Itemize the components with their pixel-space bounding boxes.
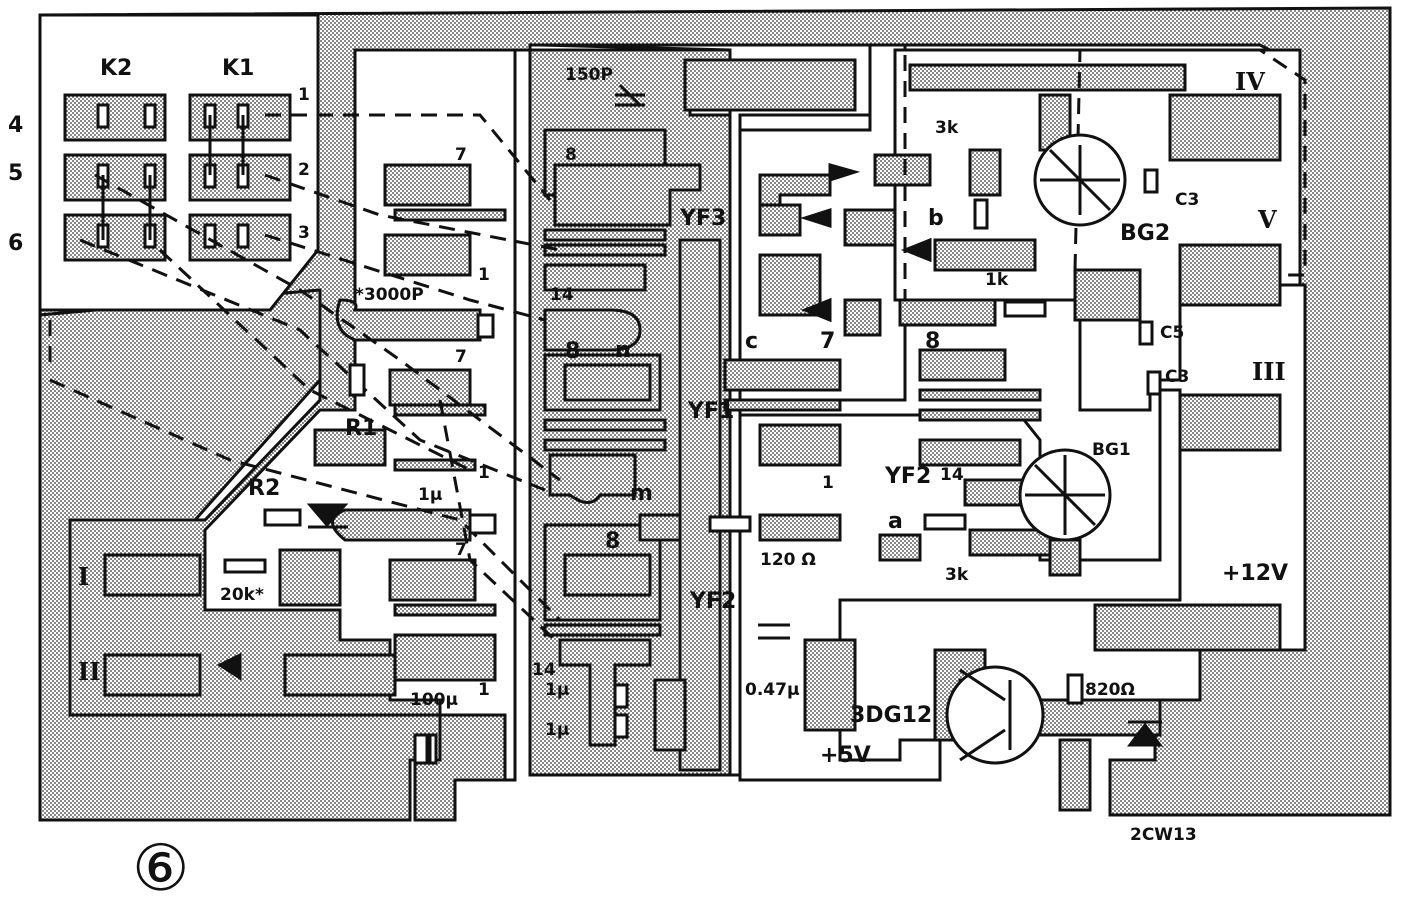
pin-14b: 14 — [532, 660, 556, 680]
pin-1a: 1 — [478, 265, 490, 285]
ic-yf2-right-label: YF2 — [884, 464, 931, 489]
cap-1u-c-label: 1μ — [545, 720, 569, 740]
pin-m: m — [630, 481, 653, 506]
switch-row-5: 5 — [8, 161, 23, 186]
pin-1b: 1 — [478, 463, 490, 483]
r-3k-top-label: 3k — [935, 118, 959, 138]
pads-mid — [103, 163, 507, 697]
terminal-iii: III — [1252, 357, 1286, 386]
pin-8b: 8 — [565, 339, 580, 364]
terminal-ii: II — [78, 657, 100, 686]
pin-b: b — [928, 206, 944, 231]
zener-2cw13-label: 2CW13 — [1130, 825, 1197, 845]
c5-label: C5 — [1160, 323, 1184, 343]
r-20k-label: 20k* — [220, 585, 264, 605]
switch-row-4: 4 — [8, 113, 23, 138]
c3-mid-label: C3 — [1165, 367, 1189, 387]
pin-8d: 8 — [925, 329, 940, 354]
pin-14c: 14 — [940, 465, 964, 485]
figure-number: ⑥ — [132, 832, 189, 906]
terminal-i: I — [78, 562, 89, 591]
bg2-label: BG2 — [1120, 221, 1170, 246]
pin-1c: 1 — [478, 680, 490, 700]
pin-1d: 1 — [822, 473, 834, 493]
switch-k2-label: K2 — [100, 56, 132, 81]
cap-100u-label: 100μ — [410, 690, 458, 710]
switch-pin-1: 1 — [298, 85, 310, 105]
cap-047-label: 0.47μ — [745, 680, 799, 700]
pin-c: c — [745, 329, 758, 354]
pin-7b: 7 — [455, 347, 467, 367]
labels: K2 K1 4 5 6 1 2 3 150P *3000P R1 R2 20k*… — [8, 56, 1288, 906]
pin-8a: 8 — [565, 145, 577, 165]
c3-top-label: C3 — [1175, 190, 1199, 210]
cap-1u-label: 1μ — [418, 485, 442, 505]
switch-row-6: 6 — [8, 231, 23, 256]
r1-label: R1 — [345, 416, 377, 441]
pin-7c: 7 — [455, 540, 467, 560]
r-1k-label: 1k — [985, 270, 1009, 290]
bg1-label: BG1 — [1092, 440, 1131, 460]
r2-label: R2 — [248, 476, 280, 501]
cap-3000p-label: *3000P — [355, 285, 424, 305]
right-pads — [758, 63, 1282, 577]
r-120-label: 120 Ω — [760, 550, 816, 570]
cap-150p-label: 150P — [565, 65, 613, 85]
cap-1u-b-label: 1μ — [545, 680, 569, 700]
ic-yf3-label: YF3 — [679, 206, 726, 231]
pin-a: a — [888, 509, 903, 534]
pin-7a: 7 — [455, 145, 467, 165]
pin-7d: 7 — [820, 329, 835, 354]
supply-5v-label: +5V — [820, 743, 871, 768]
r-3k-bottom-label: 3k — [945, 565, 969, 585]
terminal-iv: IV — [1235, 67, 1265, 96]
terminal-v: V — [1257, 205, 1277, 234]
switch-panel — [38, 13, 320, 312]
transistors — [945, 133, 1127, 765]
r-820-label: 820Ω — [1085, 680, 1135, 700]
switch-pin-3: 3 — [298, 223, 310, 243]
switch-k1-label: K1 — [222, 56, 254, 81]
ic-yf2-mid-label: YF2 — [689, 589, 736, 614]
ic-yf1-label: YF1 — [687, 399, 734, 424]
supply-12v-label: +12V — [1222, 561, 1288, 586]
switch-pin-2: 2 — [298, 160, 310, 180]
pin-n: n — [615, 338, 631, 363]
components — [216, 83, 1163, 765]
pin-14a: 14 — [550, 285, 574, 305]
transistor-3dg12-label: 3DG12 — [850, 703, 932, 728]
pin-8c: 8 — [605, 529, 620, 554]
ic-pads — [543, 58, 857, 772]
